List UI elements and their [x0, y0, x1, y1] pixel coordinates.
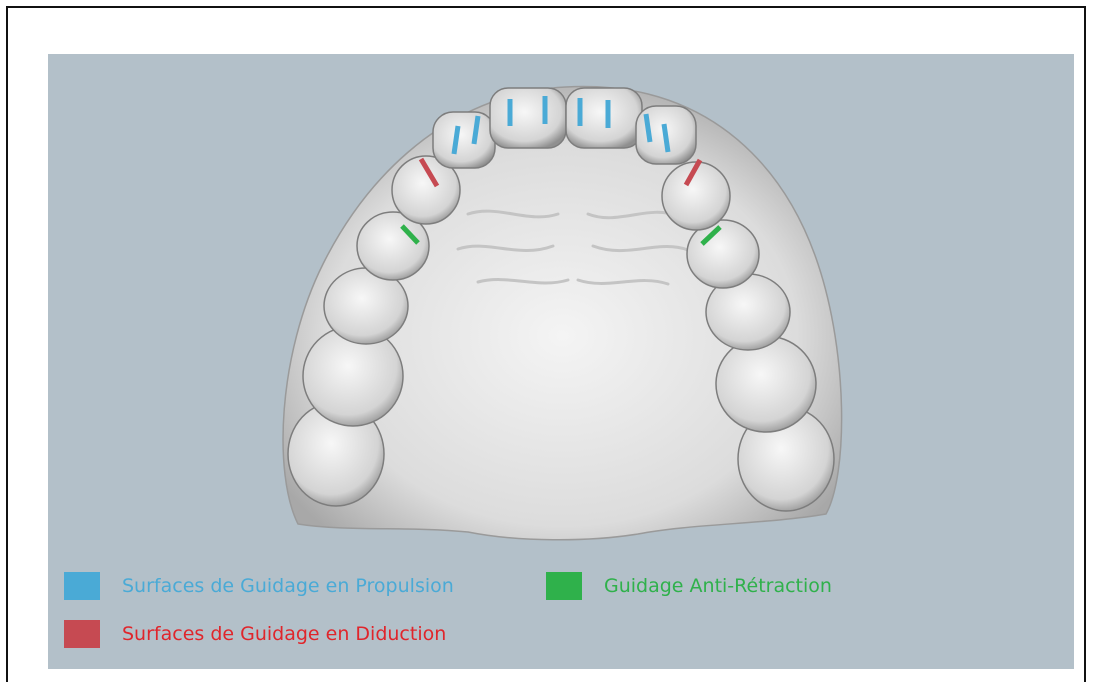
figure-frame: Surfaces de Guidage en Propulsion Guidag…: [6, 6, 1086, 682]
propulsion-swatch: [64, 572, 100, 600]
legend-anti-retraction: Guidage Anti-Rétraction: [546, 572, 832, 600]
anti-retraction-swatch: [546, 572, 582, 600]
legend-propulsion: Surfaces de Guidage en Propulsion: [64, 572, 454, 600]
figure-panel: Surfaces de Guidage en Propulsion Guidag…: [48, 54, 1074, 669]
diduction-swatch: [64, 620, 100, 648]
legend-propulsion-label: Surfaces de Guidage en Propulsion: [122, 575, 454, 597]
legend-diduction-label: Surfaces de Guidage en Diduction: [122, 623, 446, 645]
legend-diduction: Surfaces de Guidage en Diduction: [64, 620, 446, 648]
legend-anti-retraction-label: Guidage Anti-Rétraction: [604, 575, 832, 597]
